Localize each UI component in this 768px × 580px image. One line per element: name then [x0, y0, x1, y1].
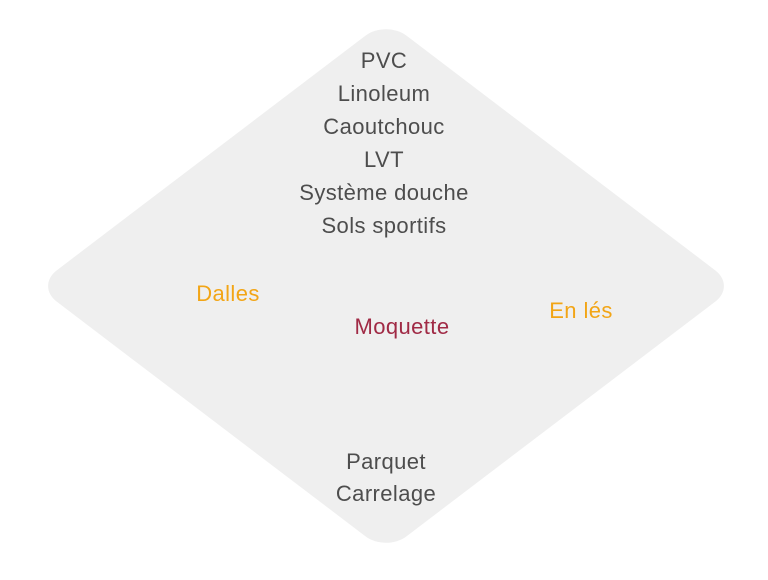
label-carrelage: Carrelage — [335, 481, 437, 506]
label-sols-sportifs: Sols sportifs — [321, 213, 447, 238]
bottom-category-group: Parquet Carrelage — [0, 446, 768, 510]
diamond-background — [48, 29, 724, 543]
label-en-les: En lés — [549, 298, 613, 323]
label-lvt: LVT — [364, 147, 404, 172]
label-caoutchouc: Caoutchouc — [323, 114, 445, 139]
label-pvc: PVC — [360, 48, 408, 73]
label-moquette: Moquette — [354, 314, 450, 339]
label-dalles: Dalles — [196, 281, 260, 306]
top-category-group: PVC Linoleum Caoutchouc LVT Système douc… — [0, 44, 768, 242]
label-linoleum: Linoleum — [337, 81, 431, 106]
label-parquet: Parquet — [346, 449, 426, 474]
label-systeme-douche: Système douche — [299, 180, 469, 205]
